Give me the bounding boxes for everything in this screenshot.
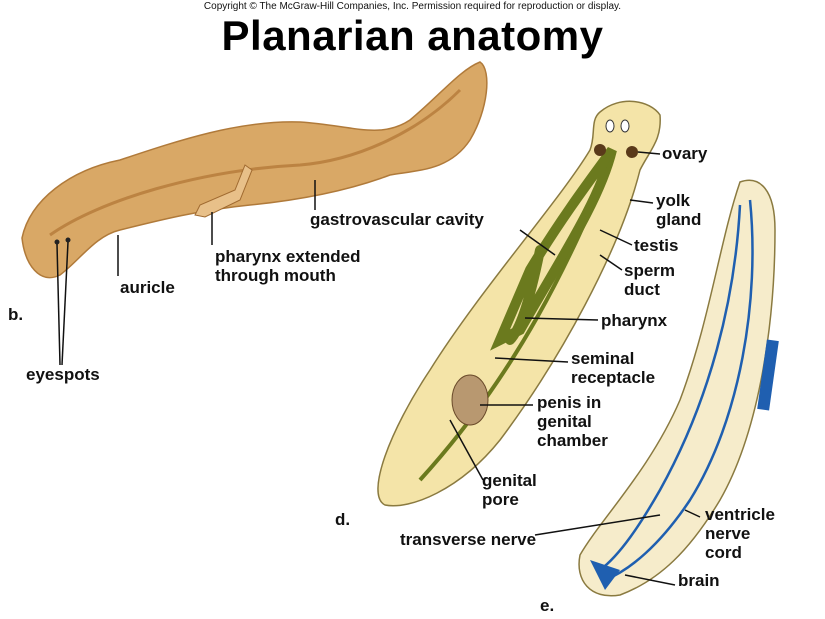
label-auricle: auricle: [120, 278, 175, 297]
label-line: gland: [656, 210, 702, 229]
gut-trunk: [418, 159, 614, 482]
eyespot-icon: [54, 239, 60, 245]
panel-label-e: e.: [540, 596, 555, 615]
nerve-cord: [599, 204, 742, 571]
leader-lines: [56, 151, 701, 586]
gut-branches: [49, 88, 462, 237]
page-title: Planarian anatomy: [221, 12, 604, 59]
label-line: chamber: [537, 431, 608, 450]
eyespot-icon: [605, 119, 615, 133]
genital-chamber-shape: [451, 374, 489, 426]
ovary-shape: [594, 144, 606, 156]
label-gastrovascular-cavity: gastrovascular cavity: [310, 210, 484, 229]
nerve-cord: [604, 199, 754, 582]
label-line: seminal: [571, 349, 635, 368]
copyright-notice: Copyright © The McGraw-Hill Companies, I…: [203, 1, 622, 12]
ovary-shape: [626, 146, 638, 158]
label-brain: brain: [678, 571, 720, 590]
label-line: through mouth: [215, 266, 336, 285]
label-line: genital: [482, 471, 537, 490]
label-line: duct: [624, 280, 660, 299]
planarian-nervous-system: [578, 179, 776, 597]
label-line: ventricle: [705, 505, 775, 524]
label-line: sperm: [624, 261, 676, 280]
label-transverse-nerve: transverse nerve: [400, 530, 537, 549]
label-line: receptacle: [571, 368, 656, 387]
eyespot-icon: [620, 119, 630, 133]
eyespot-icon: [65, 237, 71, 243]
panel-label-b: b.: [8, 305, 24, 324]
panel-label-d: d.: [335, 510, 351, 529]
label-line: genital: [537, 412, 592, 431]
pharynx-tube: [194, 164, 253, 218]
label-line: pharynx extended: [215, 247, 361, 266]
nerve-highlight: [757, 339, 779, 411]
label-line: cord: [705, 543, 742, 562]
label-line: nerve: [705, 524, 751, 543]
brain-shape: [590, 560, 620, 590]
label-testis: testis: [634, 236, 679, 255]
label-pharynx: pharynx: [601, 311, 668, 330]
label-line: pore: [482, 490, 519, 509]
label-line: penis in: [537, 393, 602, 412]
label-line: yolk: [656, 191, 691, 210]
label-ovary: ovary: [662, 144, 708, 163]
label-eyespots: eyespots: [26, 365, 100, 384]
